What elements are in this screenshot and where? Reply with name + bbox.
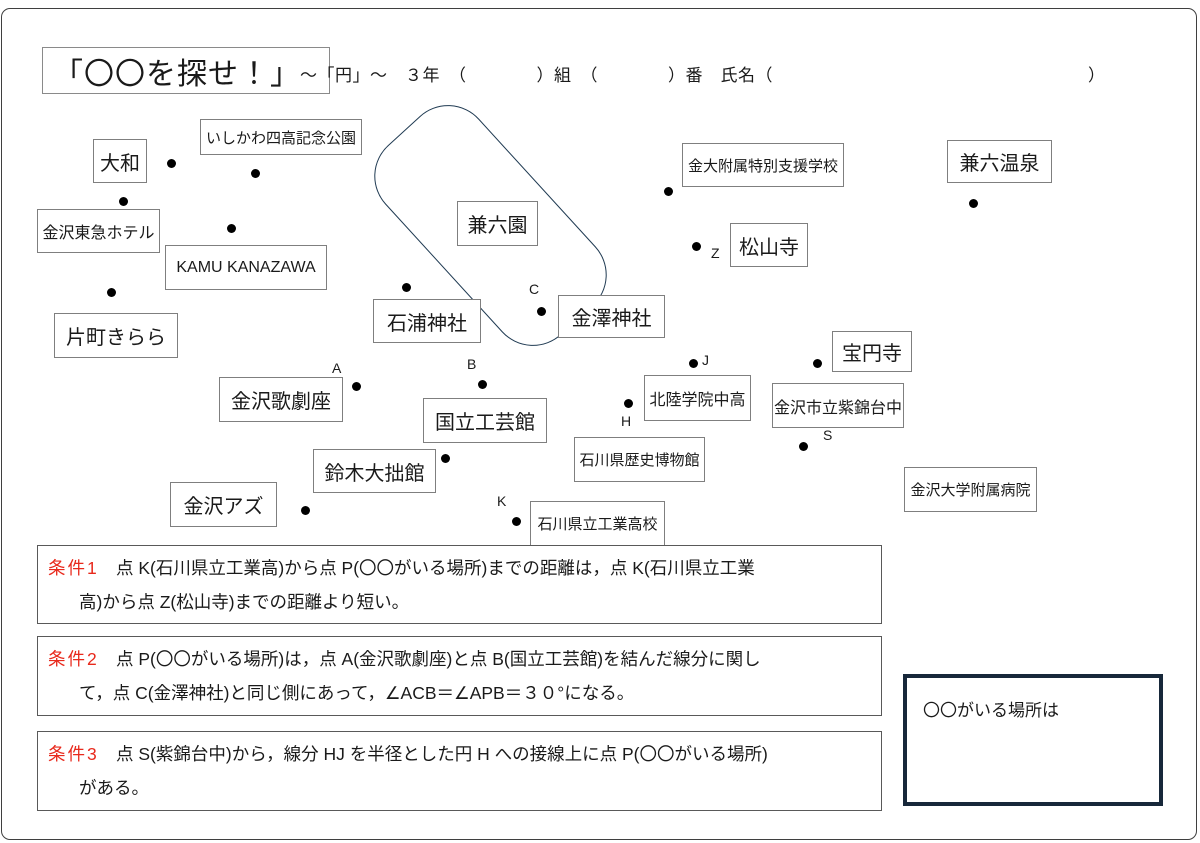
place-label-shikindai-chu: 金沢市立紫錦台中 (772, 383, 904, 428)
place-label-kanazawa-jinja: 金澤神社 (558, 295, 665, 338)
point-letter-S: S (823, 427, 833, 443)
condition-3-line-2: がある。 (79, 778, 149, 798)
place-label-yamato: 大和 (93, 139, 147, 183)
condition-1-line-2: 高)から点 Z(松山寺)までの距離より短い。 (79, 592, 410, 612)
place-label-suzuki-daisetsukan: 鈴木大拙館 (313, 449, 436, 493)
map-point-dot (106, 287, 116, 297)
name-header: ～「円」～ ３年 （ ）組 （ ）番 氏名（ ） (300, 66, 1106, 85)
place-label-kogyo-koko: 石川県立工業高校 (530, 501, 665, 546)
map-point-B (477, 379, 487, 389)
answer-box-label: 〇〇がいる場所は (923, 701, 1059, 720)
place-label-kamu-kanazawa: KAMU KANAZAWA (165, 245, 327, 290)
place-label-hoenji: 宝円寺 (832, 331, 912, 372)
point-letter-J: J (702, 352, 709, 368)
map-point-dot (300, 505, 310, 515)
point-letter-B: B (467, 356, 477, 372)
map-point-H (623, 398, 633, 408)
condition-3-label: 条件3 (48, 744, 99, 764)
answer-box: 〇〇がいる場所は (903, 674, 1163, 806)
worksheet-title-text: 「〇〇を探せ！」 (53, 57, 301, 91)
place-label-ishiura-jinja: 石浦神社 (373, 299, 481, 343)
place-label-kanazawa-az: 金沢アズ (170, 482, 277, 527)
map-point-K (511, 516, 521, 526)
condition-2-box: 条件2 点 P(〇〇がいる場所)は，点 A(金沢歌劇座)と点 B(国立工芸館)を… (37, 636, 882, 716)
place-label-hokuriku-gakuin: 北陸学院中高 (644, 375, 751, 421)
condition-2-label: 条件2 (48, 649, 99, 669)
point-letter-A: A (332, 360, 342, 376)
place-label-kenroku-onsen: 兼六温泉 (947, 140, 1052, 183)
place-label-kokuritsu-kogeikan: 国立工芸館 (423, 398, 547, 443)
map-point-A (351, 381, 361, 391)
condition-1-box: 条件1 点 K(石川県立工業高)から点 P(〇〇がいる場所)までの距離は，点 K… (37, 545, 882, 624)
place-label-fuzoku-byoin: 金沢大学附属病院 (904, 467, 1037, 512)
place-label-kagekiza: 金沢歌劇座 (219, 377, 343, 422)
condition-2-line-2: て，点 C(金澤神社)と同じ側にあって，∠ACB＝∠APB＝３０°になる。 (79, 683, 635, 703)
place-label-matsuyamaji: 松山寺 (730, 223, 808, 267)
map-point-J (688, 358, 698, 368)
map-point-Z (691, 241, 701, 251)
map-point-dot (968, 198, 978, 208)
place-label-kindai-fuzoku-school: 金大附属特別支援学校 (682, 143, 844, 187)
map-point-dot (250, 168, 260, 178)
map-point-dot (440, 453, 450, 463)
map-point-S (798, 441, 808, 451)
condition-3-line-1: 点 S(紫錦台中)から，線分 HJ を半径とした円 H への接線上に点 P(〇〇… (116, 744, 768, 764)
place-label-ishikawa-shiko-park: いしかわ四高記念公園 (200, 119, 362, 155)
condition-2-line-1: 点 P(〇〇がいる場所)は，点 A(金沢歌劇座)と点 B(国立工芸館)を結んだ線… (116, 649, 761, 669)
condition-1-line-1: 点 K(石川県立工業高)から点 P(〇〇がいる場所)までの距離は，点 K(石川県… (116, 558, 755, 578)
map-point-C (536, 306, 546, 316)
condition-3-box: 条件3 点 S(紫錦台中)から，線分 HJ を半径とした円 H への接線上に点 … (37, 731, 882, 811)
map-point-dot (226, 223, 236, 233)
place-label-rekishi-hakubutsukan: 石川県歴史博物館 (574, 437, 705, 482)
map-point-dot (401, 282, 411, 292)
place-label-tokyu-hotel: 金沢東急ホテル (37, 209, 160, 253)
place-label-katamachi-kirara: 片町きらら (54, 313, 178, 358)
point-letter-K: K (497, 493, 507, 509)
map-point-dot (812, 358, 822, 368)
map-point-dot (663, 186, 673, 196)
point-letter-Z: Z (711, 245, 720, 261)
worksheet-title: 「〇〇を探せ！」 (42, 47, 330, 94)
map-point-dot (118, 196, 128, 206)
map-point-dot (166, 158, 176, 168)
place-label-kenrokuen: 兼六園 (457, 201, 538, 246)
condition-1-label: 条件1 (48, 558, 99, 578)
point-letter-H: H (621, 413, 632, 429)
point-letter-C: C (529, 281, 540, 297)
